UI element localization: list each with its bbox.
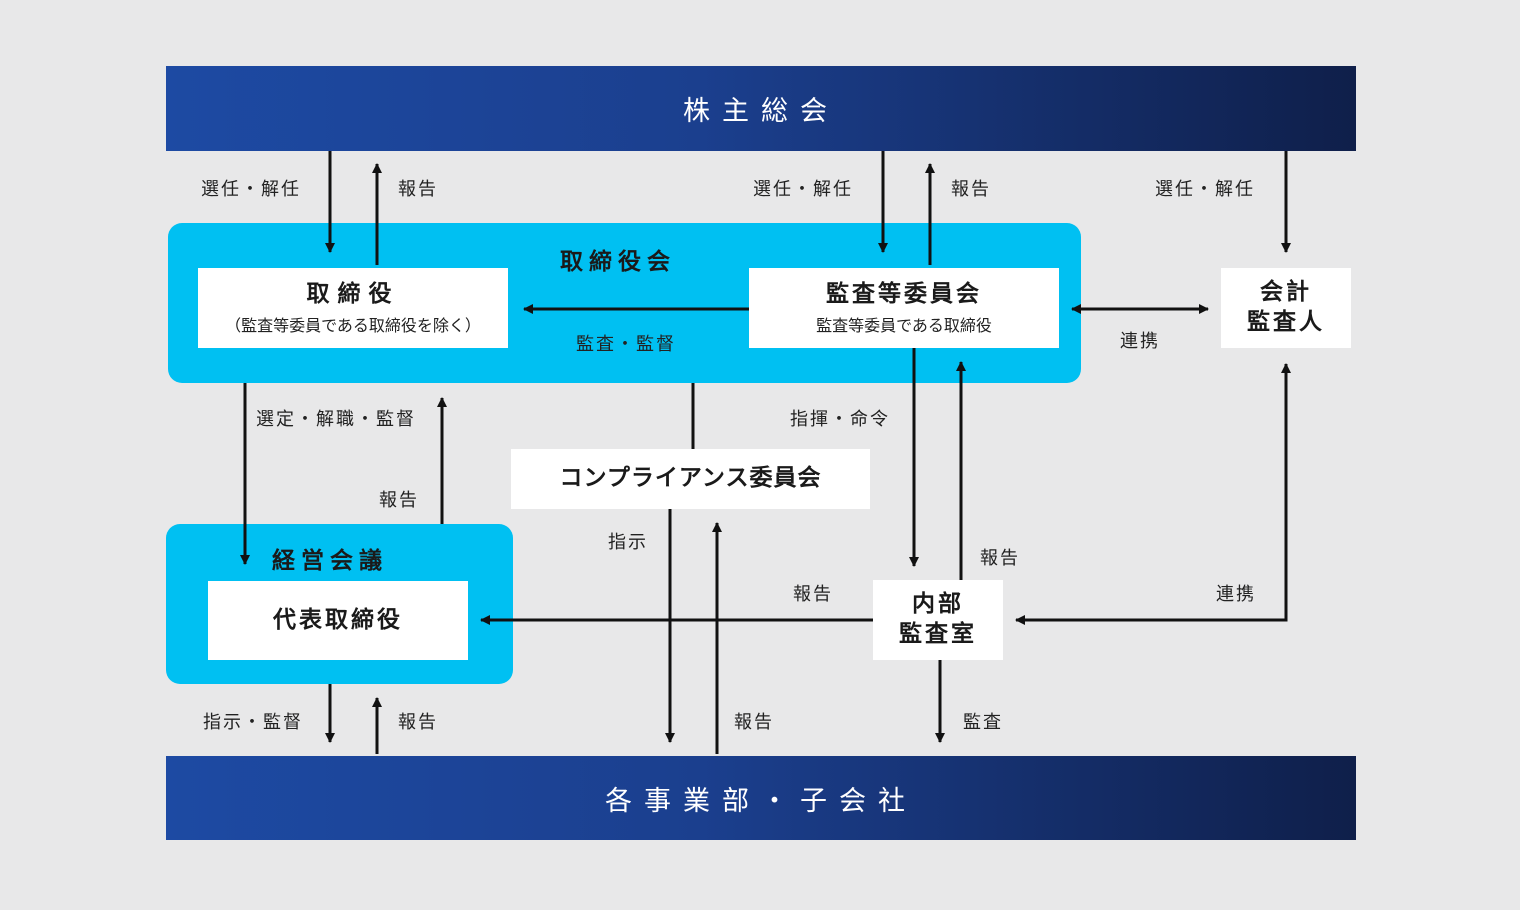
label-instruct: 指示	[608, 532, 648, 553]
label-report-1: 報告	[398, 179, 438, 200]
audit-committee-box: 監査等委員会 監査等委員である取締役	[749, 268, 1059, 348]
accounting-auditor-line1: 会計	[1260, 279, 1312, 306]
label-cooperation-2: 連携	[1216, 584, 1256, 605]
label-audit-supervise: 監査・監督	[576, 334, 676, 355]
business-units-label: 各事業部・子会社	[605, 785, 917, 817]
label-command-order: 指揮・命令	[790, 409, 890, 430]
directors-subtitle: （監査等委員である取締役を除く）	[225, 316, 481, 336]
shareholders-meeting-bar: 株主総会	[166, 66, 1356, 151]
audit-committee-subtitle: 監査等委員である取締役	[816, 316, 992, 336]
internal-audit-line1: 内部	[912, 591, 964, 618]
label-report-2: 報告	[951, 179, 991, 200]
internal-audit-line2: 監査室	[899, 621, 977, 647]
board-of-directors-title: 取締役会	[560, 249, 676, 275]
label-report-4: 報告	[980, 548, 1020, 569]
label-audit: 監査	[963, 712, 1003, 733]
management-meeting-title: 経営会議	[272, 548, 388, 574]
label-elect-dismiss-3: 選任・解任	[1155, 179, 1255, 200]
audit-committee-title: 監査等委員会	[826, 280, 982, 307]
representative-director-box: 代表取締役	[208, 581, 468, 660]
label-elect-dismiss-1: 選任・解任	[201, 179, 301, 200]
accounting-auditor-box: 会計 監査人	[1221, 268, 1351, 348]
directors-box: 取締役 （監査等委員である取締役を除く）	[198, 268, 508, 348]
business-units-bar: 各事業部・子会社	[166, 756, 1356, 840]
internal-audit-box: 内部 監査室	[873, 580, 1003, 660]
label-select-supervise: 選定・解職・監督	[256, 409, 416, 430]
label-elect-dismiss-2: 選任・解任	[753, 179, 853, 200]
label-cooperation-1: 連携	[1120, 331, 1160, 352]
arrow-cooperation-internal-audit	[1015, 363, 1291, 625]
directors-title: 取締役	[306, 280, 400, 307]
accounting-auditor-line2: 監査人	[1247, 309, 1325, 335]
label-report-3: 報告	[379, 490, 419, 511]
compliance-committee-title: コンプライアンス委員会	[559, 465, 822, 492]
label-report-5: 報告	[793, 584, 833, 605]
shareholders-meeting-label: 株主総会	[683, 96, 839, 127]
label-instruct-supervise: 指示・監督	[203, 712, 303, 733]
label-report-6: 報告	[398, 712, 438, 733]
representative-director-title: 代表取締役	[273, 606, 403, 633]
label-report-7: 報告	[734, 712, 774, 733]
compliance-committee-box: コンプライアンス委員会	[511, 449, 870, 509]
